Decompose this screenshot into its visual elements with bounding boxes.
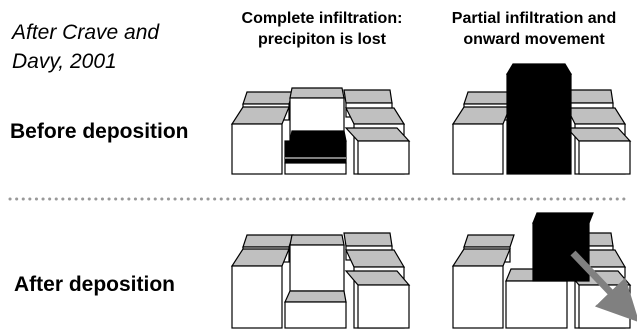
- panel-partial-before: [451, 63, 632, 175]
- block-front-right: [344, 270, 411, 329]
- row-label-after: After deposition: [14, 273, 175, 296]
- panel-partial-after: [451, 212, 637, 329]
- precipiton-moving: [532, 212, 594, 282]
- block-left: [230, 248, 290, 329]
- column-heading-line-2: onward movement: [463, 31, 605, 48]
- column-heading-line-1: Partial infiltration and: [451, 10, 617, 27]
- block-front-left: [284, 162, 347, 175]
- source-credit: After Crave and Davy, 2001: [12, 18, 159, 76]
- block-left: [230, 106, 290, 175]
- block-front-right: [565, 127, 632, 175]
- column-heading-line-2: precipiton is lost: [257, 31, 386, 48]
- row-label-before: Before deposition: [10, 120, 189, 143]
- column-heading-partial: Partial infiltration and onward movement: [434, 8, 634, 50]
- column-heading-line-1: Complete infiltration:: [241, 10, 403, 27]
- column-heading-complete: Complete infiltration: precipiton is los…: [222, 8, 422, 50]
- movement-arrow: [570, 250, 637, 323]
- block-left: [451, 248, 511, 329]
- panel-complete-after: [230, 232, 411, 329]
- block-front-left: [284, 290, 347, 329]
- block-front-right: [344, 127, 411, 175]
- precipiton-trapped: [284, 130, 347, 164]
- precipiton-falling: [505, 63, 573, 175]
- block-centre: [289, 234, 345, 292]
- credit-line-2: Davy, 2001: [12, 50, 117, 73]
- credit-line-1: After Crave and: [12, 21, 160, 44]
- panel-complete-before: [230, 87, 411, 175]
- block-left: [451, 106, 511, 175]
